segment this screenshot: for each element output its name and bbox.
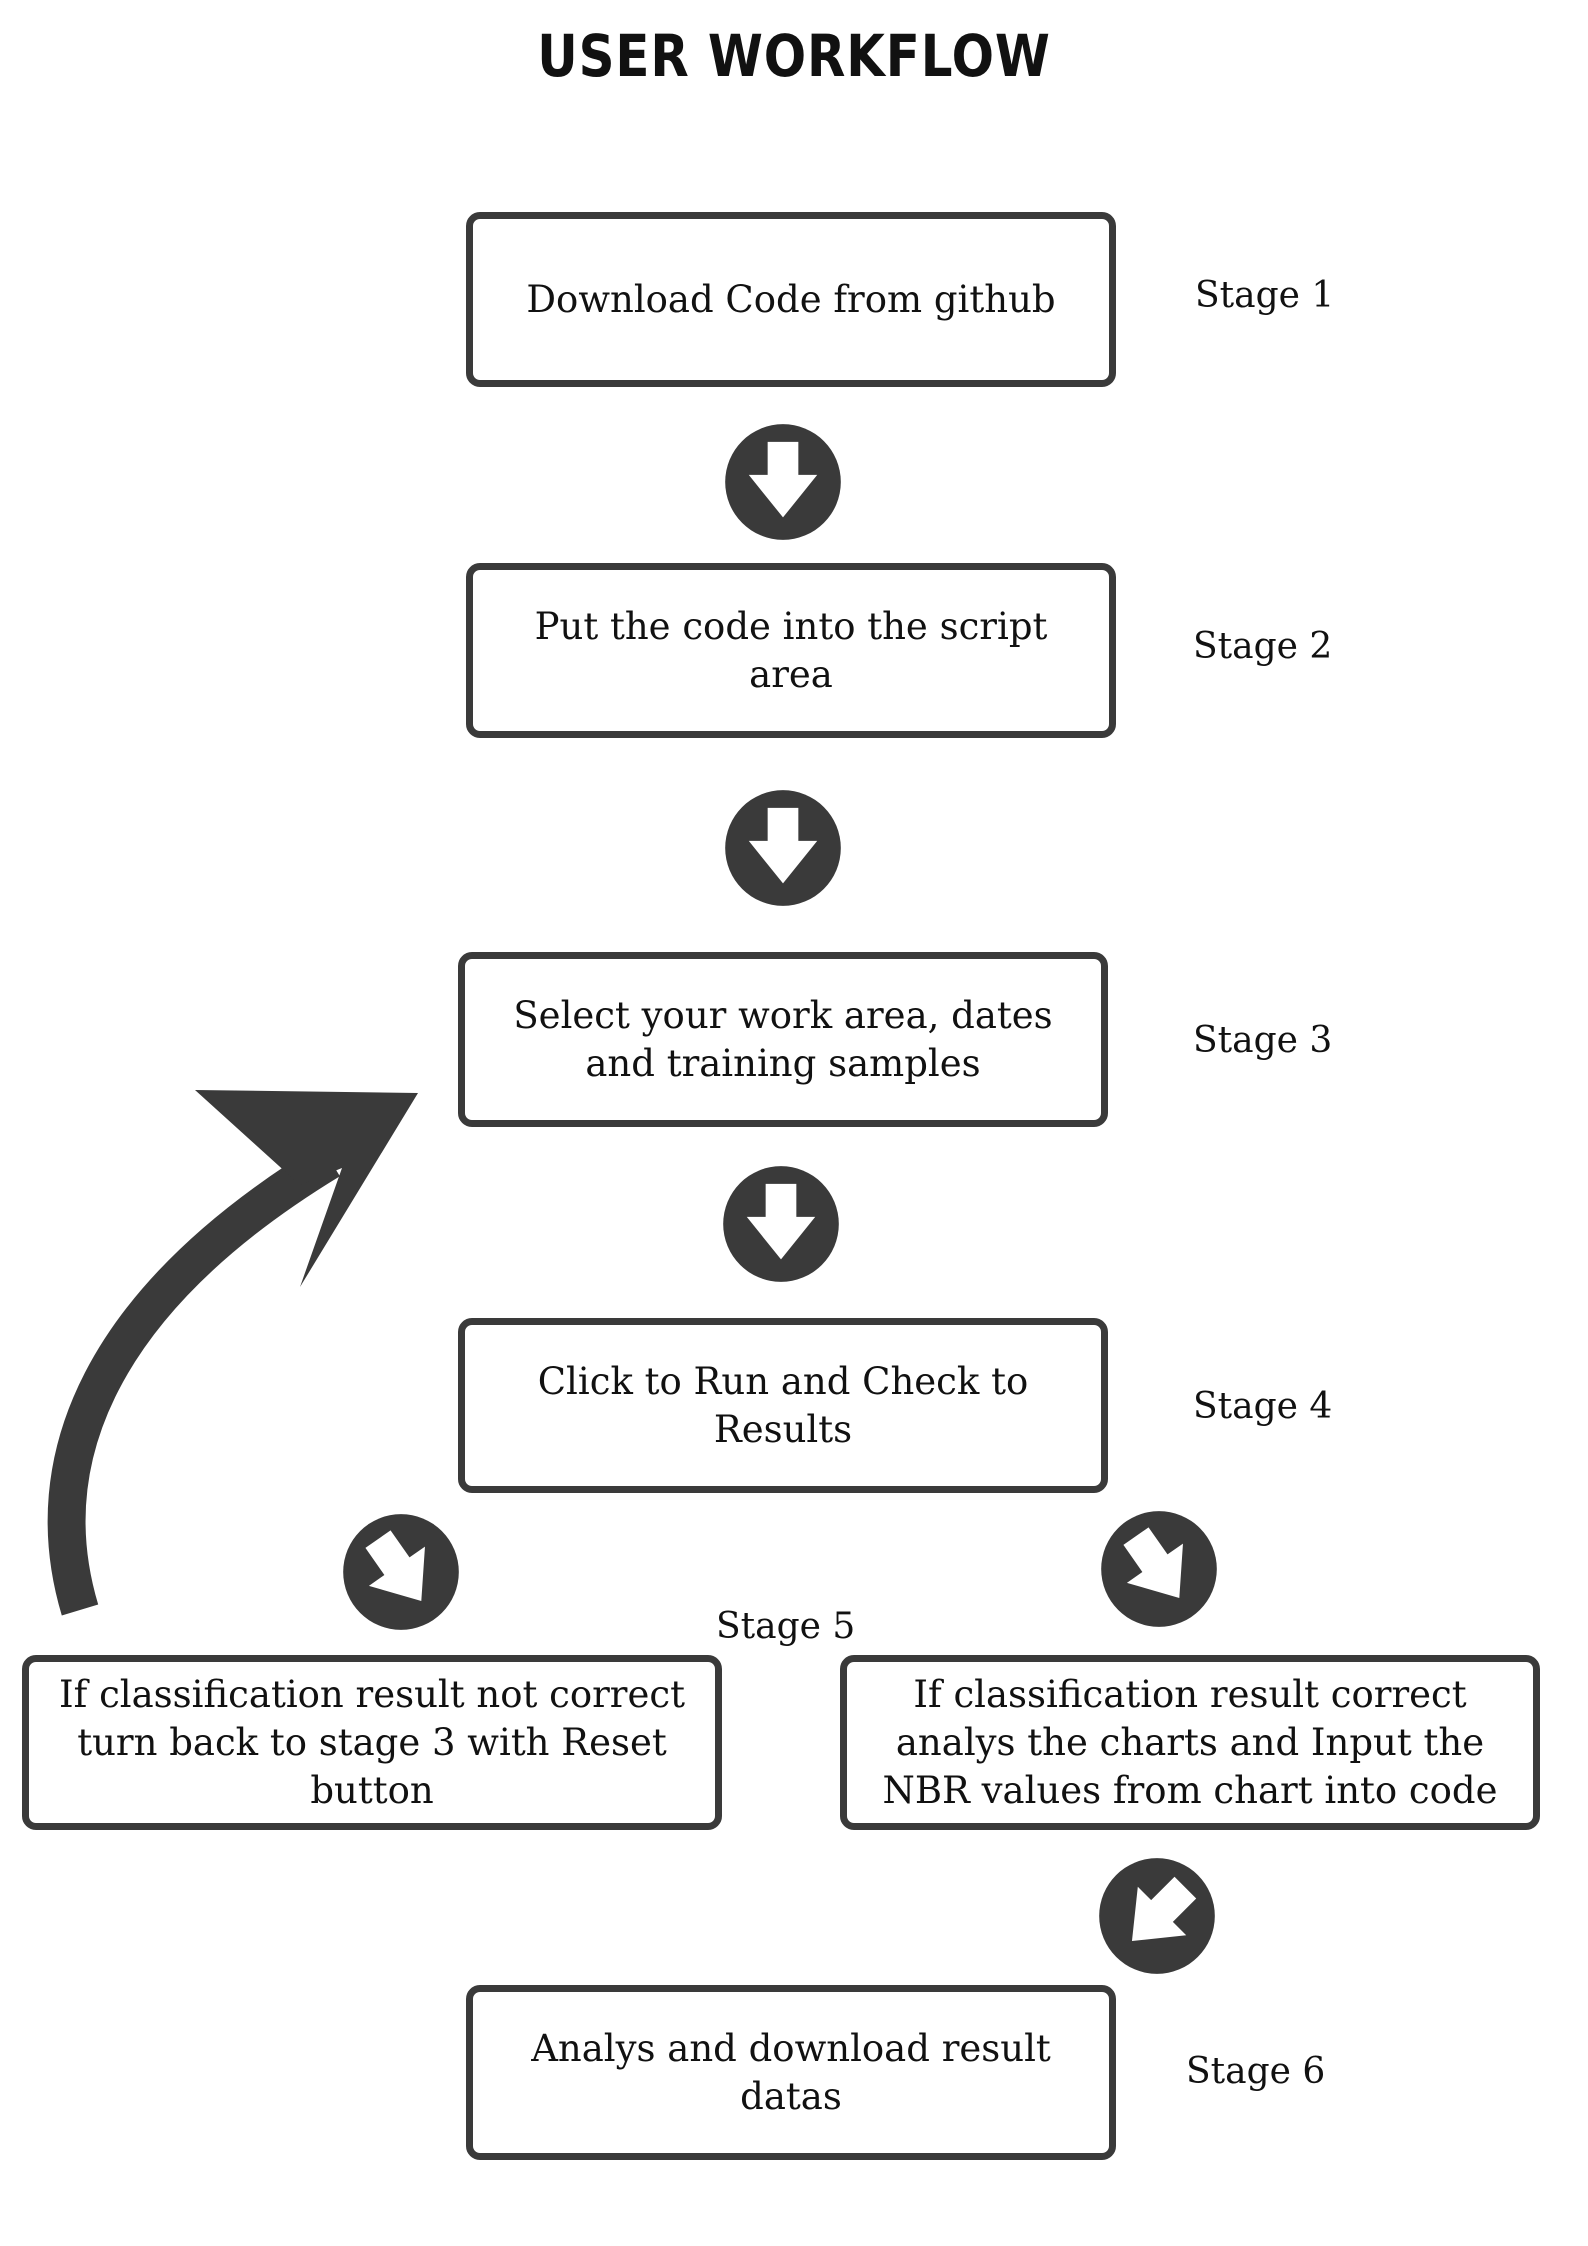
down-left-arrow-circle-icon xyxy=(1099,1858,1215,1974)
step-box-not-correct: If classification result not correct tur… xyxy=(22,1655,722,1830)
step-box-put-code: Put the code into the script area xyxy=(466,563,1116,738)
step-box-analys-download: Analys and download result datas xyxy=(466,1985,1116,2160)
step-text: Click to Run and Check to Results xyxy=(537,1359,1029,1451)
step-text: Select your work area, dates and trainin… xyxy=(513,993,1053,1085)
step-box-select-area: Select your work area, dates and trainin… xyxy=(458,952,1108,1127)
step-text: If classification result correct analys … xyxy=(882,1672,1498,1812)
step-text: Download Code from github xyxy=(526,277,1056,321)
step-text: If classification result not correct tur… xyxy=(59,1672,685,1812)
down-arrow-circle-icon xyxy=(723,1166,839,1282)
step-box-run-check: Click to Run and Check to Results xyxy=(458,1318,1108,1493)
down-right-arrow-circle-icon xyxy=(1101,1511,1217,1627)
step-box-correct: If classification result correct analys … xyxy=(840,1655,1540,1830)
step-box-download-code: Download Code from github xyxy=(466,212,1116,387)
stage-label-3: Stage 3 xyxy=(1193,1020,1333,1061)
down-arrow-circle-icon xyxy=(725,424,841,540)
down-right-arrow-circle-icon xyxy=(343,1514,459,1630)
stage-label-6: Stage 6 xyxy=(1186,2051,1326,2092)
stage-label-4: Stage 4 xyxy=(1193,1386,1333,1427)
diagram-title: USER WORKFLOW xyxy=(537,22,1051,90)
stage-label-2: Stage 2 xyxy=(1193,626,1333,667)
stage-label-1: Stage 1 xyxy=(1195,275,1335,316)
step-text: Put the code into the script area xyxy=(534,604,1048,696)
step-text: Analys and download result datas xyxy=(531,2026,1051,2118)
stage-label-5: Stage 5 xyxy=(716,1606,856,1647)
down-arrow-circle-icon xyxy=(725,790,841,906)
